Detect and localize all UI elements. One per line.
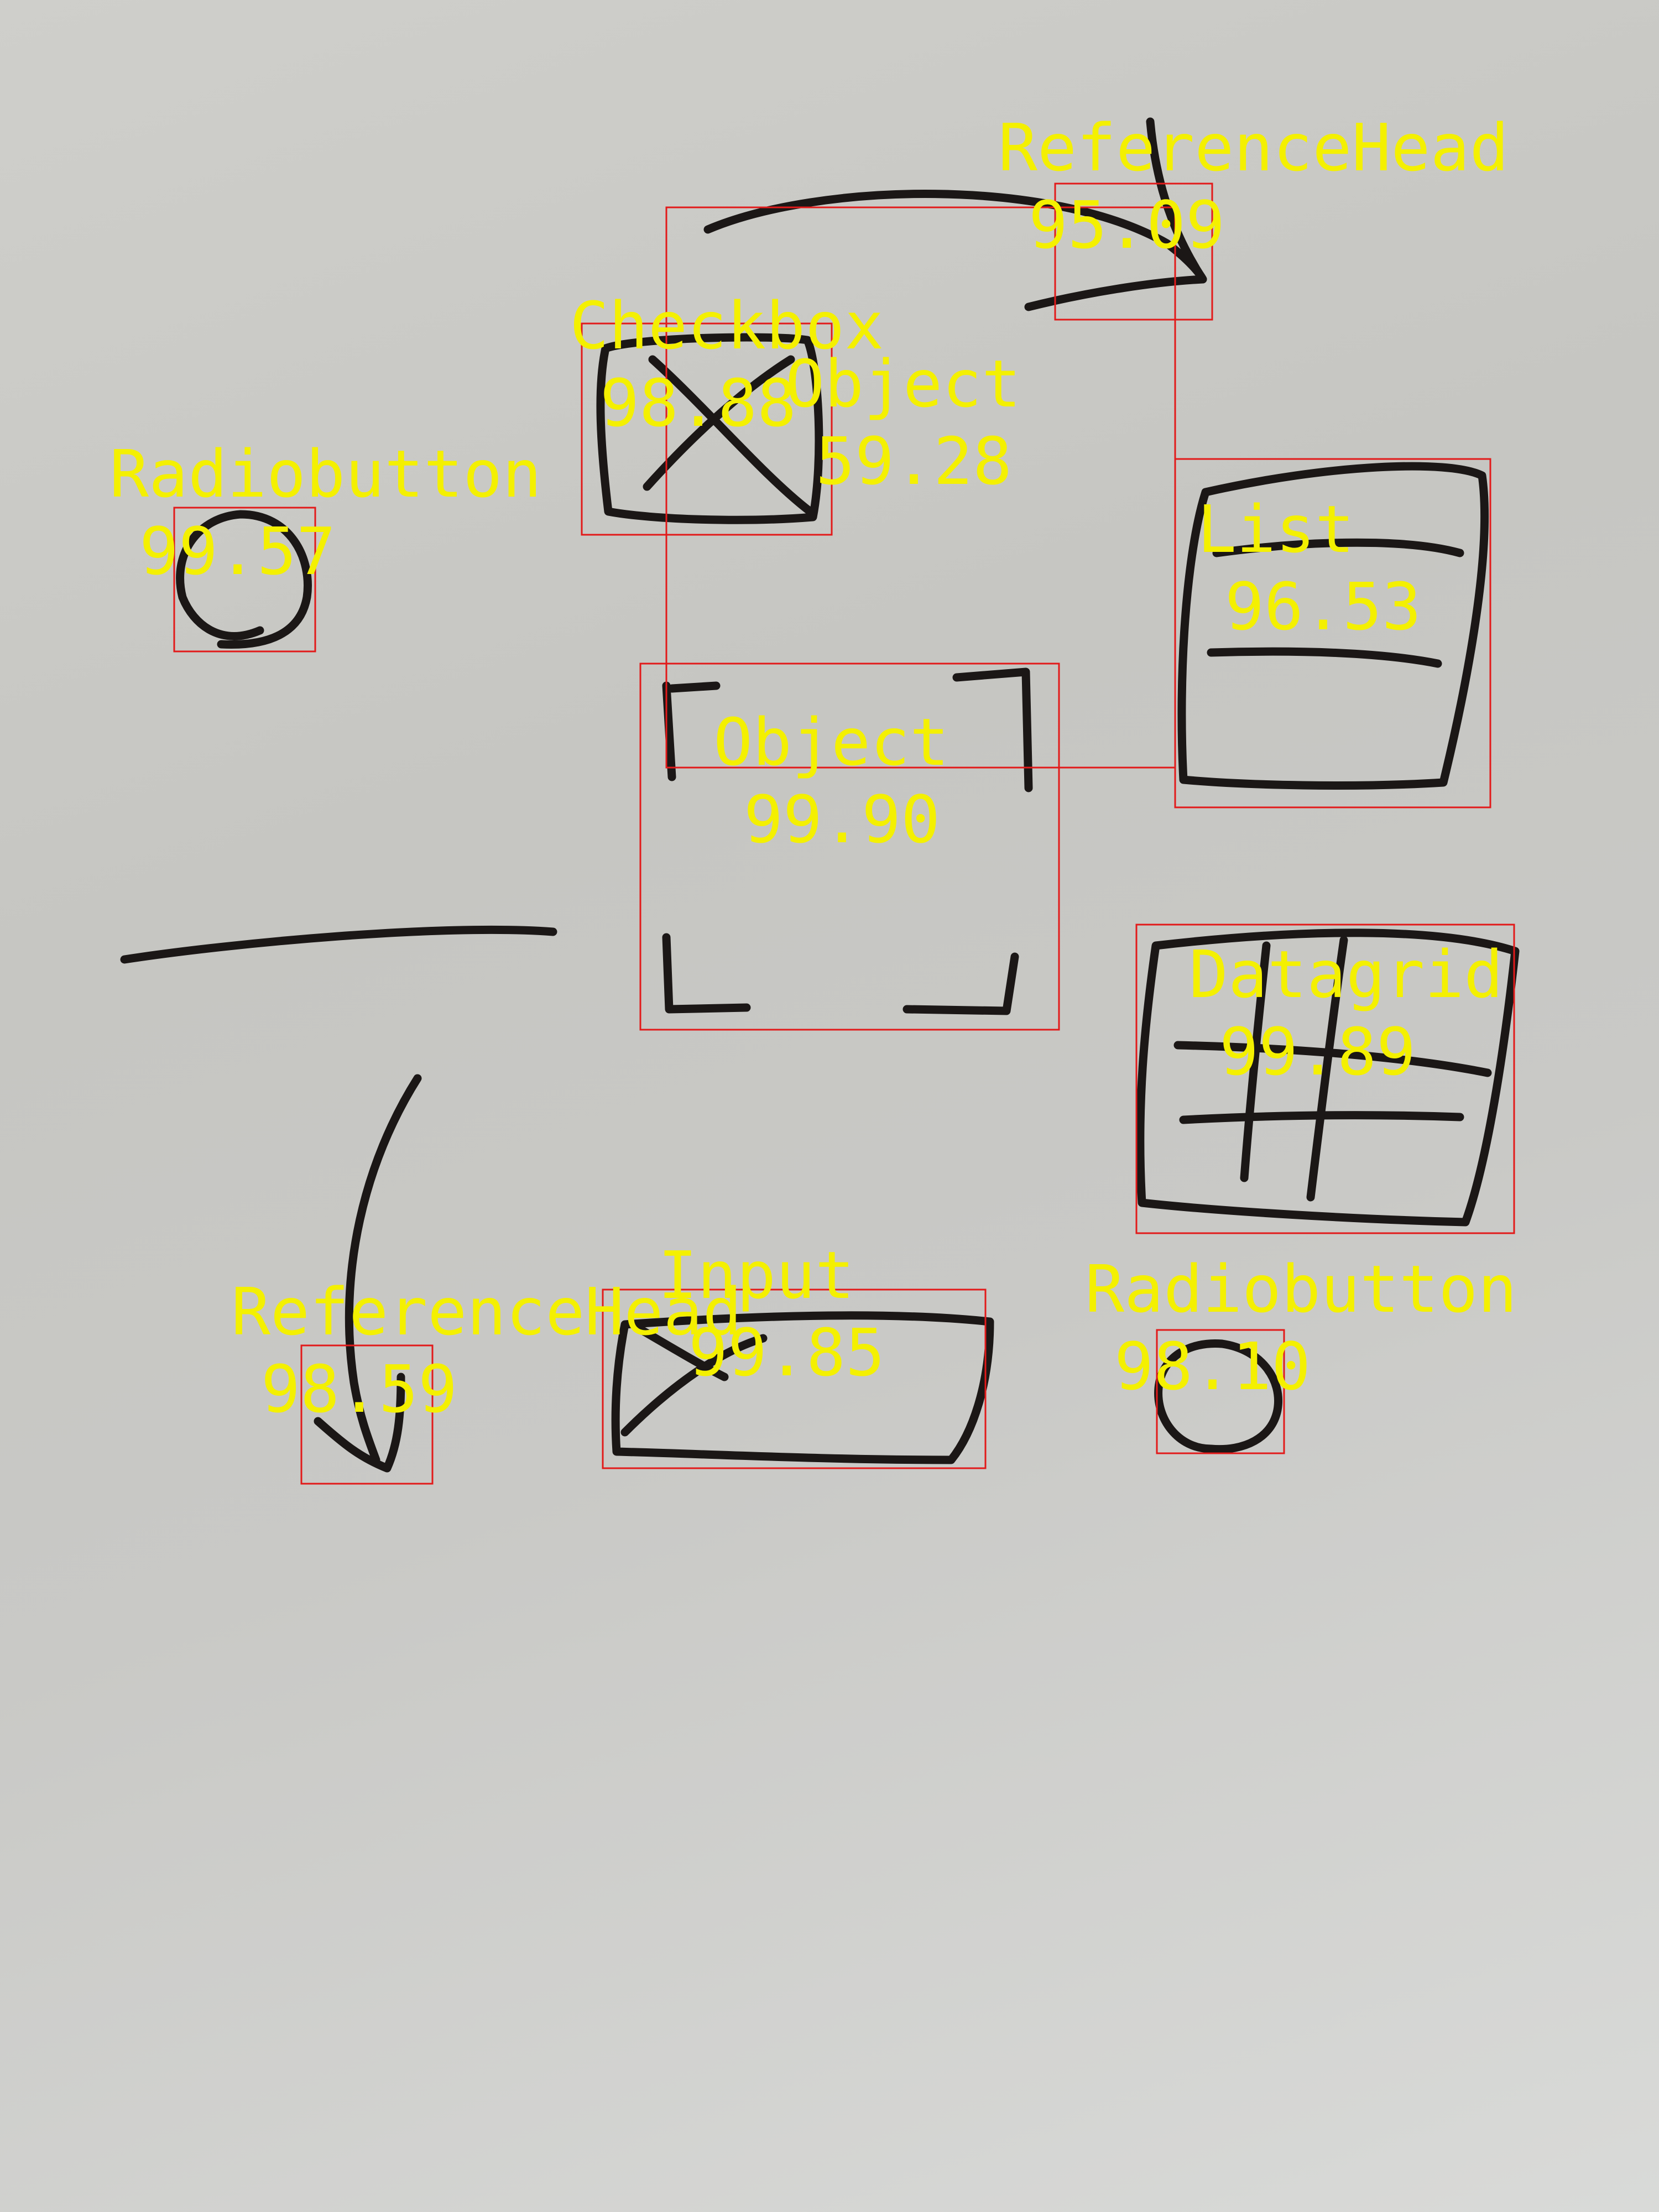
sketch-datagrid-v1 — [1240, 941, 1271, 1182]
sketch-datagrid-h2 — [1179, 1111, 1464, 1124]
detection-boxes — [173, 182, 1515, 1485]
sketch-radio-1 — [176, 510, 312, 649]
detection-label: Datagrid — [1189, 936, 1503, 1013]
detection-box-input — [602, 1288, 987, 1469]
detection-score: 95.09 — [1029, 187, 1225, 263]
detection-label: Radiobutton — [109, 436, 541, 512]
detection-box-checkbox — [581, 322, 833, 536]
sketch-radio-2 — [1154, 1339, 1282, 1454]
sketch-bracket-br — [902, 952, 1019, 1015]
detection-score: 98.88 — [600, 365, 796, 441]
sketch-datagrid — [1136, 928, 1520, 1227]
detection-label: Radiobutton — [1085, 1251, 1517, 1327]
sketch-line-left — [120, 925, 557, 964]
detection-score: 98.10 — [1114, 1328, 1311, 1405]
sketch-input — [611, 1311, 994, 1464]
sketch-layer — [120, 117, 1520, 1473]
sketch-datagrid-h1 — [1173, 1041, 1492, 1077]
sketch-checkbox-cross-b — [648, 355, 815, 516]
detection-box-radiobutton-2 — [1156, 1329, 1285, 1454]
detection-label: Input — [658, 1237, 854, 1313]
detection-label: Object — [713, 704, 949, 780]
sketch-input-stroke-b — [637, 1326, 729, 1381]
sketch-checkbox — [596, 333, 823, 524]
detection-label: List — [1197, 491, 1354, 567]
detection-label: Object — [785, 346, 1021, 422]
detection-label: ReferenceHead — [998, 109, 1509, 186]
detection-labels: ReferenceHead 95.09 Checkbox 98.88 Objec… — [109, 109, 1517, 1427]
sketch-arrowhead-bottom — [314, 1373, 405, 1473]
detection-label: Checkbox — [570, 288, 884, 364]
detection-score: 99.90 — [744, 781, 940, 858]
detection-box-referencehead-1 — [1054, 182, 1213, 321]
sketch-datagrid-v2 — [1306, 936, 1348, 1202]
detection-score: 99.57 — [139, 513, 336, 589]
detection-label: ReferenceHead — [231, 1274, 742, 1350]
detection-score: 96.53 — [1225, 568, 1421, 645]
detection-box-datagrid — [1135, 924, 1515, 1234]
sketch-bracket-bl — [662, 933, 751, 1014]
detection-box-radiobutton-1 — [173, 507, 316, 653]
detection-score: 59.28 — [816, 423, 1012, 499]
sketch-bracket-tr — [952, 667, 1033, 792]
detection-score: 99.85 — [688, 1314, 885, 1391]
detection-box-list — [1174, 458, 1491, 808]
sketch-arrowhead-top — [1024, 117, 1207, 311]
detection-score: 98.59 — [261, 1351, 457, 1427]
sketch-bracket-tl — [662, 681, 721, 781]
detection-score: 99.89 — [1219, 1014, 1416, 1090]
detection-box-referencehead-2 — [300, 1344, 434, 1485]
sketch-list-line-1 — [1212, 538, 1464, 557]
sketch-list-line-2 — [1207, 647, 1442, 668]
detection-box-object-2 — [639, 662, 1060, 1031]
sketch-input-stroke — [620, 1334, 768, 1437]
sketch-arrow-bottom — [345, 1074, 422, 1464]
sketch-list — [1177, 462, 1489, 790]
